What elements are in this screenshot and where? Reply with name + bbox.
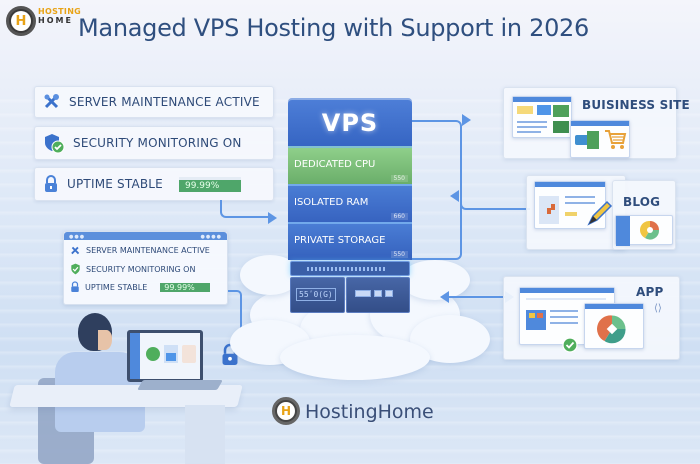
brand-glyph: H — [277, 402, 295, 420]
mini-label: SECURITY MONITORING ON — [86, 264, 196, 274]
page-title: Managed VPS Hosting with Support in 2026 — [78, 14, 589, 42]
connector-line — [460, 196, 530, 210]
arrow-right-icon — [268, 212, 277, 224]
hostinghome-logo-icon: H — [272, 397, 300, 425]
server-display: 55ʹ0(G) — [296, 288, 336, 301]
arrow-right-icon — [462, 114, 471, 126]
connector-line — [228, 290, 242, 340]
laptop-keyboard — [137, 380, 223, 390]
logo-line-2: HOME — [38, 16, 73, 25]
server-unit-right — [346, 277, 410, 313]
check-circle-icon — [562, 337, 578, 357]
pie-chart-window-icon — [615, 215, 673, 246]
blog-card: BLOG — [612, 180, 676, 250]
mini-label: SERVER MAINTENANCE ACTIVE — [86, 245, 210, 255]
tools-icon — [43, 93, 61, 111]
mini-uptime-value: 99.99% — [160, 282, 211, 292]
layer-value: 550 — [390, 175, 408, 182]
shopping-cart-icon — [603, 127, 627, 155]
logo-wordmark: HOSTING HOME — [38, 8, 81, 25]
status-card-security: SECURITY MONITORING ON — [34, 126, 274, 160]
layer-label: DEDICATED CPU — [294, 159, 376, 170]
lock-icon — [43, 175, 59, 193]
shop-window-icon — [570, 120, 630, 158]
laptop-screen — [127, 330, 203, 382]
shield-check-icon — [43, 132, 65, 154]
server-unit-left: 55ʹ0(G) — [290, 277, 345, 313]
server-rack-unit — [290, 261, 410, 276]
vps-header-block: VPS — [288, 98, 412, 148]
mini-label: UPTIME STABLE — [85, 282, 148, 292]
vps-title: VPS — [321, 109, 379, 137]
layer-value: 550 — [390, 251, 408, 258]
status-card-maintenance: SERVER MAINTENANCE ACTIVE — [34, 86, 274, 118]
shield-check-icon — [70, 263, 81, 275]
vps-layer-cpu: DEDICATED CPU 550 — [288, 146, 412, 184]
destination-label: BUISINESS SITE — [582, 98, 690, 112]
code-icon: ⟨⟩ — [654, 303, 662, 314]
status-label: SECURITY MONITORING ON — [73, 136, 242, 150]
mini-row-security: SECURITY MONITORING ON — [64, 260, 227, 278]
destination-label: BLOG — [623, 195, 661, 209]
hostinghome-logo-icon: H — [6, 6, 36, 36]
pie-chart-icon — [640, 220, 660, 244]
logo-line-1: HOSTING — [38, 7, 82, 16]
layer-label: ISOLATED RAM — [294, 197, 369, 208]
mini-dashboard-card: ●●●●●●● SERVER MAINTENANCE ACTIVE SECURI… — [63, 231, 228, 305]
person-face — [98, 330, 112, 350]
status-card-uptime: UPTIME STABLE 99.99% — [34, 167, 274, 201]
mini-row-uptime: UPTIME STABLE 99.99% — [64, 278, 227, 296]
pie-chart-icon — [597, 314, 627, 348]
arrow-left-icon — [450, 190, 459, 202]
app-card: APP ⟨⟩ — [503, 276, 680, 360]
pencil-icon — [585, 198, 615, 232]
brand-name: HostingHome — [305, 401, 434, 423]
vps-layer-ram: ISOLATED RAM 660 — [288, 184, 412, 222]
uptime-value: 99.99% — [178, 176, 241, 192]
status-label: SERVER MAINTENANCE ACTIVE — [69, 95, 260, 109]
mini-row-maintenance: SERVER MAINTENANCE ACTIVE — [64, 240, 227, 260]
website-window-icon — [512, 96, 572, 138]
vps-layer-storage: PRIVATE STORAGE 550 — [288, 222, 412, 260]
tools-icon — [70, 245, 81, 256]
layer-value: 660 — [390, 213, 408, 220]
connector-line — [446, 296, 506, 298]
app-chart-window — [584, 303, 644, 349]
logo-glyph: H — [11, 11, 31, 31]
business-site-card: BUISINESS SITE — [503, 87, 690, 159]
blog-editor-card — [526, 175, 626, 250]
destination-label: APP — [636, 285, 664, 299]
connector-line — [220, 200, 270, 218]
connector-line — [412, 120, 462, 260]
arrow-left-icon — [440, 291, 449, 303]
desk-leg — [185, 405, 225, 464]
lock-icon — [70, 281, 80, 293]
status-label: UPTIME STABLE — [67, 177, 163, 191]
layer-label: PRIVATE STORAGE — [294, 235, 386, 246]
